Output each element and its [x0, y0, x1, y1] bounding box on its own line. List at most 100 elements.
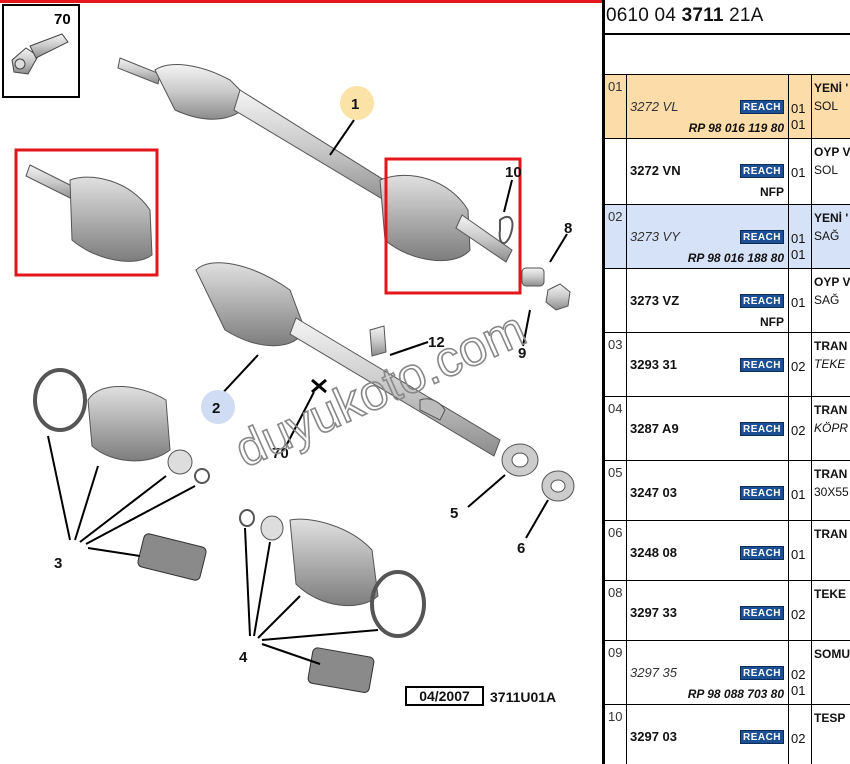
quantity: 01: [791, 165, 806, 180]
description-line1: TEKE: [814, 587, 847, 601]
reach-badge[interactable]: REACH: [740, 486, 784, 500]
part-number: 3297 33: [630, 605, 677, 620]
quantity: 02: [791, 667, 806, 682]
quantity: 02: [791, 731, 806, 746]
reach-badge[interactable]: REACH: [740, 358, 784, 372]
row-ref-number: 06: [608, 525, 623, 540]
driveshaft-left: [117, 57, 513, 263]
parts-row[interactable]: 08 3297 33 REACH 02 TEKE: [605, 580, 850, 640]
row-ref-number: 04: [608, 401, 623, 416]
reference-header: 0610 04 3711 21A: [606, 5, 764, 27]
callout-10: 10: [505, 164, 522, 181]
callout-9: 9: [518, 345, 526, 362]
quantity: 01: [791, 487, 806, 502]
description-line1: OYP V: [814, 275, 850, 289]
description-line1: OYP V: [814, 145, 850, 159]
driveshaft-diagram-svg: 70: [0, 0, 602, 693]
part-number: 3273 VY: [630, 229, 680, 244]
ref-bold: 3711: [681, 5, 724, 26]
ref-column: [605, 461, 627, 520]
reach-badge[interactable]: REACH: [740, 546, 784, 560]
qty-column: [788, 705, 812, 764]
reach-badge[interactable]: REACH: [740, 164, 784, 178]
repair-kit-4: [239, 509, 426, 693]
part-number: 3297 03: [630, 729, 677, 744]
ref-column: [605, 139, 627, 204]
row-ref-number: 01: [608, 79, 623, 94]
quantity: 01: [791, 117, 806, 132]
quantity: 02: [791, 607, 806, 622]
callout-70: 70: [272, 445, 289, 462]
nfp-label: NFP: [760, 315, 784, 329]
quantity: 01: [791, 247, 806, 262]
qty-column: [788, 521, 812, 580]
qty-column: [788, 269, 812, 332]
qty-column: [788, 641, 812, 704]
reach-badge[interactable]: REACH: [740, 100, 784, 114]
ref-column: [605, 581, 627, 640]
header-divider: [605, 33, 850, 35]
ref-suffix: 21A: [729, 5, 764, 26]
ref-column: [605, 705, 627, 764]
description-line2: 30X55: [814, 485, 849, 499]
description-line2: SAĞ: [814, 293, 840, 307]
repair-kit-3: [33, 368, 210, 581]
reach-badge[interactable]: REACH: [740, 422, 784, 436]
description-line1: SOMU: [814, 647, 850, 661]
callout-5: 5: [450, 505, 458, 522]
description-line1: TESP: [814, 711, 846, 725]
small-parts: [311, 215, 575, 502]
ref-column: [605, 397, 627, 460]
qty-column: [788, 205, 812, 268]
rp-number: RP 98 016 119 80: [688, 121, 784, 135]
ref-prefix: 0610 04: [606, 5, 677, 26]
reach-badge[interactable]: REACH: [740, 230, 784, 244]
part-number: 3272 VN: [630, 163, 681, 178]
row-ref-number: 03: [608, 337, 623, 352]
description-line1: YENİ ': [814, 211, 849, 225]
qty-column: [788, 581, 812, 640]
ref-column: [605, 269, 627, 332]
quantity: 01: [791, 547, 806, 562]
row-ref-number: 10: [608, 709, 623, 724]
washer-8-icon: [521, 267, 545, 287]
ref-column: [605, 333, 627, 396]
quantity: 01: [791, 683, 806, 698]
reach-badge[interactable]: REACH: [740, 294, 784, 308]
top-red-rule: [0, 0, 602, 3]
reach-badge[interactable]: REACH: [740, 730, 784, 744]
panel-divider: [602, 0, 605, 764]
callout-4: 4: [239, 649, 248, 666]
description-line1: YENİ ': [814, 81, 849, 95]
leader-lines: [217, 119, 568, 539]
reach-badge[interactable]: REACH: [740, 606, 784, 620]
row-ref-number: 02: [608, 209, 623, 224]
row-ref-number: 08: [608, 585, 623, 600]
description-line2: SAĞ: [814, 229, 840, 243]
bolt-70-inset: 70: [2, 4, 80, 98]
qty-column: [788, 139, 812, 204]
description-line2: KÖPR: [814, 421, 849, 435]
parts-row[interactable]: 10 3297 03 REACH 02 TESP: [605, 704, 850, 764]
qty-column: [788, 461, 812, 520]
ref-column: [605, 205, 627, 268]
quantity: 01: [791, 295, 806, 310]
callout-2: 2: [212, 400, 220, 417]
part-number: 3247 03: [630, 485, 677, 500]
part-number: 3287 A9: [630, 421, 679, 436]
reach-badge[interactable]: REACH: [740, 666, 784, 680]
highlight-box-right: [384, 157, 522, 295]
nfp-label: NFP: [760, 185, 784, 199]
description-line1: TRAN: [814, 403, 848, 417]
highlight-box-left: [14, 148, 159, 277]
callout-2-bubble: [201, 390, 235, 424]
